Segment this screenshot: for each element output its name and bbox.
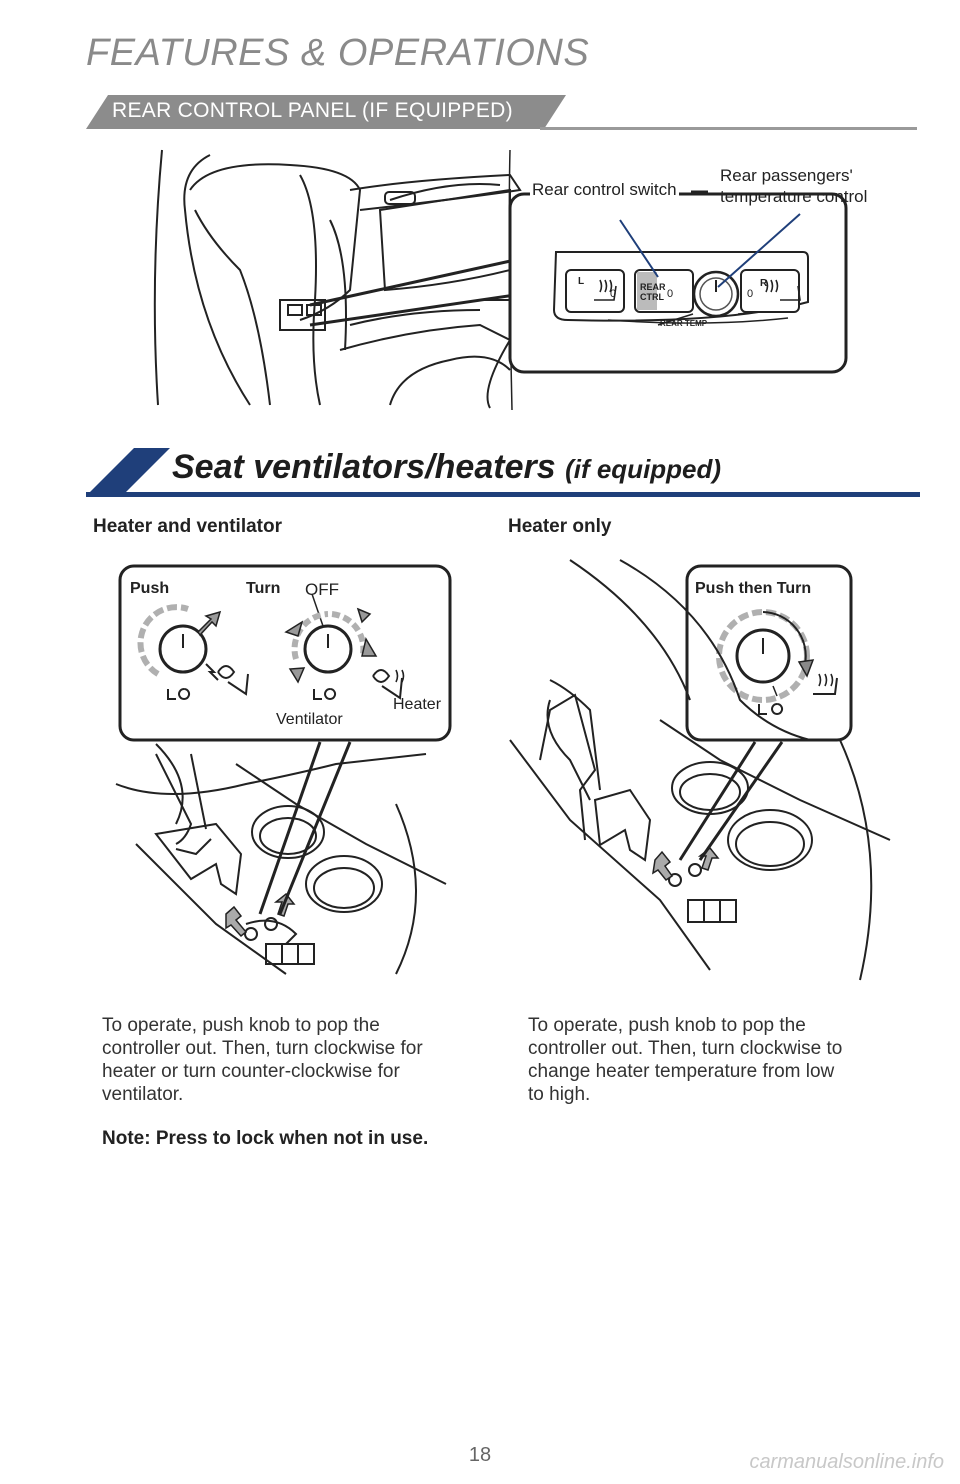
page-number: 18	[468, 1444, 492, 1466]
right-console-illustration	[509, 559, 891, 981]
left-body-text: To operate, push knob to pop the control…	[102, 1014, 423, 1106]
rear-control-switch-callout: Rear control switch	[530, 180, 679, 200]
seat-section-title-main: Seat ventilators/heaters	[172, 448, 556, 486]
seat-section-title: Seat ventilators/heaters (if equipped)	[172, 448, 721, 487]
section-divider	[540, 127, 917, 130]
push-then-turn-label: Push then Turn	[695, 580, 812, 597]
rear-ctrl-label-line2: CTRL	[640, 292, 664, 302]
left-body-line: To operate, push knob to pop the	[102, 1015, 380, 1036]
right-heater-button-letter: R	[760, 278, 768, 289]
callout-connector	[309, 258, 516, 327]
left-body-line: heater or turn counter-clockwise for	[102, 1061, 400, 1082]
right-body-text: To operate, push knob to pop the control…	[528, 1014, 842, 1106]
right-knob-callout-frame	[685, 564, 853, 742]
rear-panel-callout-frame	[508, 190, 848, 374]
rear-temp-label: REAR TEMP	[660, 319, 708, 328]
right-body-line: controller out. Then, turn clockwise to	[528, 1038, 843, 1059]
right-column-heading: Heater only	[508, 516, 612, 537]
rear-ctrl-label-line1: REAR	[640, 282, 666, 292]
right-body-line: to high.	[528, 1084, 591, 1105]
left-heater-button-letter: L	[578, 276, 585, 287]
left-body-line: controller out. Then, turn clockwise for	[102, 1038, 423, 1059]
heater-label: Heater	[393, 696, 442, 713]
off-label: OFF	[305, 580, 339, 599]
section-tab-shape	[86, 95, 566, 129]
rear-ctrl-button-zero: 0	[667, 288, 674, 300]
seat-section-title-suffix: (if equipped)	[565, 454, 722, 484]
left-callout-pointer	[258, 741, 352, 915]
right-body-line: To operate, push knob to pop the	[528, 1015, 806, 1036]
rear-temp-callout-line2: temperature control	[720, 187, 868, 206]
left-body-line: ventilator.	[102, 1084, 184, 1105]
left-heater-button-zero: 0	[610, 288, 617, 300]
turn-label: Turn	[246, 580, 281, 597]
left-knob-callout-frame	[118, 564, 452, 742]
page-title: FEATURES & OPERATIONS	[86, 32, 590, 74]
right-body-line: change heater temperature from low	[528, 1061, 835, 1082]
left-column-heading: Heater and ventilator	[93, 516, 282, 537]
seat-section-banner	[86, 448, 920, 497]
ventilator-label: Ventilator	[276, 711, 343, 728]
section-tab-label: REAR CONTROL PANEL (IF EQUIPPED)	[112, 99, 513, 122]
lock-note: Note: Press to lock when not in use.	[102, 1128, 429, 1149]
right-heater-button-zero: 0	[747, 288, 754, 300]
watermark: carmanualsonline.info	[749, 1451, 944, 1473]
rear-temp-callout-line1: Rear passengers'	[720, 166, 853, 185]
push-label: Push	[130, 580, 170, 597]
